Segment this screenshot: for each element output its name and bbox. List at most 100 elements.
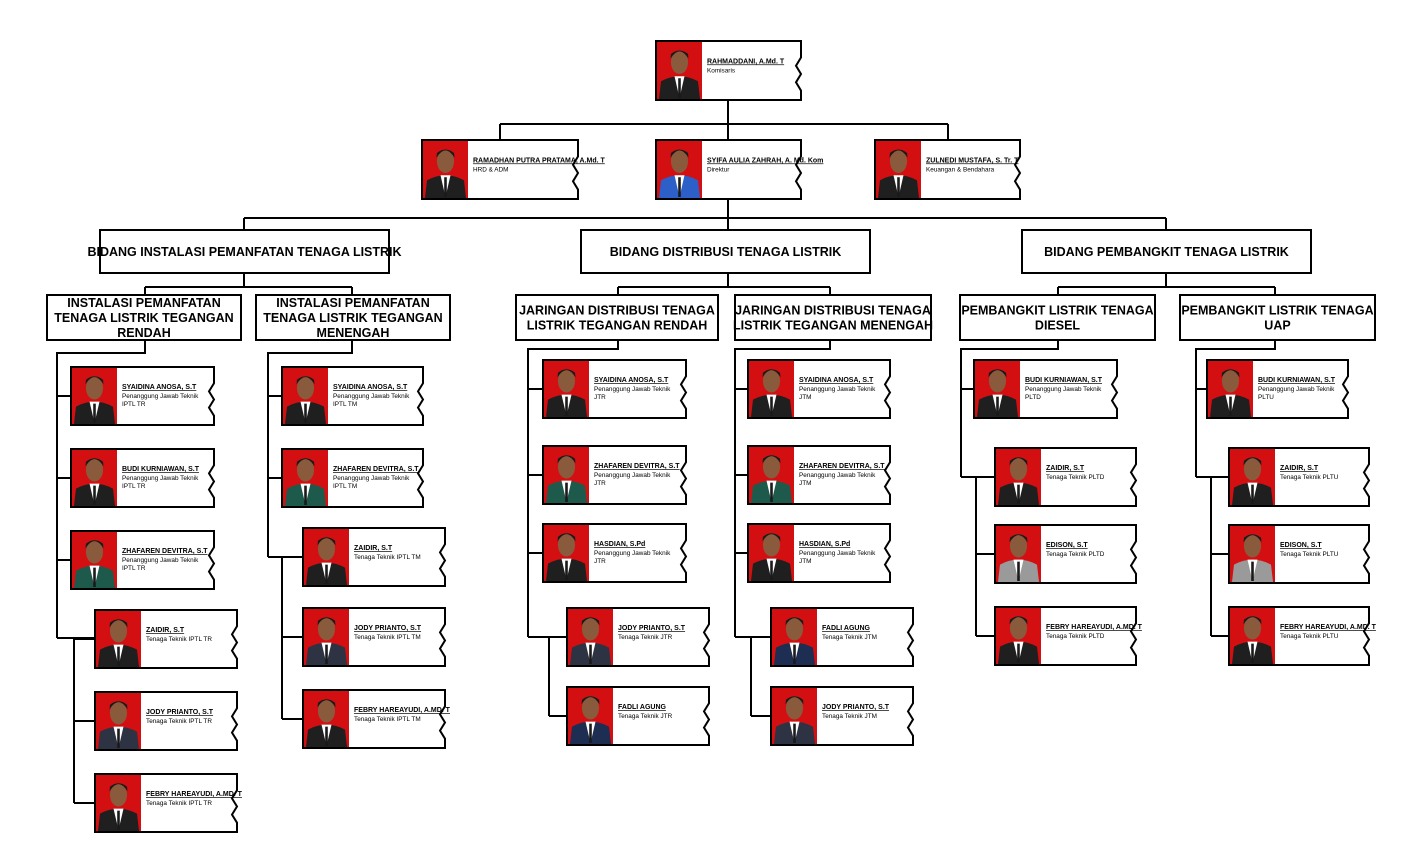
person-role: Penanggung Jawab Teknik — [594, 472, 671, 479]
department-heading: BIDANG DISTRIBUSI TENAGA LISTRIK — [580, 229, 871, 274]
person-role: Penanggung Jawab Teknik — [799, 472, 876, 479]
hair-shape — [762, 455, 781, 464]
face-shape — [988, 369, 1007, 393]
person-role: JTR — [594, 558, 606, 565]
tie-shape — [1017, 561, 1020, 581]
person-photo — [544, 525, 589, 581]
tie-shape — [93, 567, 96, 587]
person-photo — [283, 368, 328, 424]
unit-heading-frame — [515, 294, 719, 341]
person-photo — [544, 361, 589, 417]
unit-heading-title: RENDAH — [117, 326, 170, 340]
person-role: Penanggung Jawab Teknik — [1258, 386, 1335, 393]
face-shape — [785, 617, 804, 641]
person-role: Tenaga Teknik IPTL TR — [146, 800, 212, 807]
face-shape — [762, 369, 781, 393]
face-shape — [296, 458, 315, 482]
tie-shape — [678, 177, 681, 197]
person-name: ZAIDIR, S.T — [146, 627, 185, 634]
person-role: PLTD — [1025, 394, 1041, 401]
hair-shape — [889, 149, 908, 158]
tie-shape — [117, 728, 120, 748]
hair-shape — [1009, 534, 1028, 543]
hair-shape — [670, 50, 689, 59]
face-shape — [317, 537, 336, 561]
hair-shape — [296, 458, 315, 467]
person-name: FADLI AGUNG — [822, 625, 871, 632]
face-shape — [581, 617, 600, 641]
face-shape — [109, 701, 128, 725]
hair-shape — [436, 149, 455, 158]
person-name: RAHMADDANI, A.Md. T — [707, 58, 785, 65]
person-photo — [96, 611, 141, 667]
tie-shape — [325, 564, 328, 584]
unit-heading-frame — [46, 294, 242, 341]
person-photo — [996, 608, 1041, 664]
hair-shape — [109, 619, 128, 628]
person-name: EDISON, S.T — [1046, 542, 1088, 549]
hair-shape — [85, 376, 104, 385]
face-shape — [785, 696, 804, 720]
face-shape — [1221, 369, 1240, 393]
face-shape — [557, 455, 576, 479]
tie-shape — [770, 560, 773, 580]
person-name: BUDI KURNIAWAN, S.T — [1025, 377, 1103, 384]
face-shape — [436, 149, 455, 174]
tie-shape — [1251, 484, 1254, 504]
connector-line — [56, 340, 146, 638]
tie-shape — [897, 177, 900, 197]
tie-shape — [1017, 484, 1020, 504]
person-photo — [304, 609, 349, 665]
person-photo — [1230, 449, 1275, 505]
person-role: Tenaga Teknik IPTL TR — [146, 636, 212, 643]
hair-shape — [785, 696, 804, 705]
unit-heading-title: TENAGA LISTRIK TEGANGAN — [54, 311, 233, 325]
person-card: FADLI AGUNG Tenaga Teknik JTM — [770, 607, 915, 667]
hair-shape — [317, 699, 336, 708]
person-photo — [657, 141, 702, 198]
person-photo — [96, 693, 141, 749]
person-role: Penanggung Jawab Teknik — [799, 550, 876, 557]
person-role: IPTL TR — [122, 565, 146, 572]
person-role: Tenaga Teknik JTM — [822, 634, 877, 641]
face-shape — [109, 619, 128, 643]
person-role: Tenaga Teknik IPTL TM — [354, 716, 421, 723]
person-name: BUDI KURNIAWAN, S.T — [1258, 377, 1336, 384]
hair-shape — [581, 617, 600, 626]
face-shape — [762, 455, 781, 479]
unit-heading-title: JARINGAN DISTRIBUSI TENAGA — [735, 304, 931, 318]
person-role: Penanggung Jawab Teknik — [799, 386, 876, 393]
person-name: ZAIDIR, S.T — [1046, 465, 1085, 472]
person-name: HASDIAN, S.Pd — [594, 541, 645, 548]
face-shape — [1243, 616, 1262, 640]
person-name: FEBRY HAREAYUDI, A.MD. T — [1046, 624, 1143, 631]
face-shape — [557, 533, 576, 557]
person-name: EDISON, S.T — [1280, 542, 1322, 549]
face-shape — [889, 149, 908, 174]
hair-shape — [1243, 534, 1262, 543]
person-role: Penanggung Jawab Teknik — [122, 475, 199, 482]
tie-shape — [770, 396, 773, 416]
person-card: ZAIDIR, S.T Tenaga Teknik IPTL TR — [94, 609, 239, 669]
connector-line — [1195, 340, 1276, 477]
person-role: Tenaga Teknik PLTD — [1046, 633, 1105, 640]
person-photo — [749, 361, 794, 417]
person-name: HASDIAN, S.Pd — [799, 541, 850, 548]
department-heading-title: BIDANG INSTALASI PEMANFATAN TENAGA LISTR… — [87, 245, 401, 259]
face-shape — [1243, 457, 1262, 481]
person-photo — [72, 532, 117, 588]
tie-shape — [678, 78, 681, 98]
person-photo — [544, 447, 589, 503]
person-name: JODY PRIANTO, S.T — [354, 625, 422, 632]
